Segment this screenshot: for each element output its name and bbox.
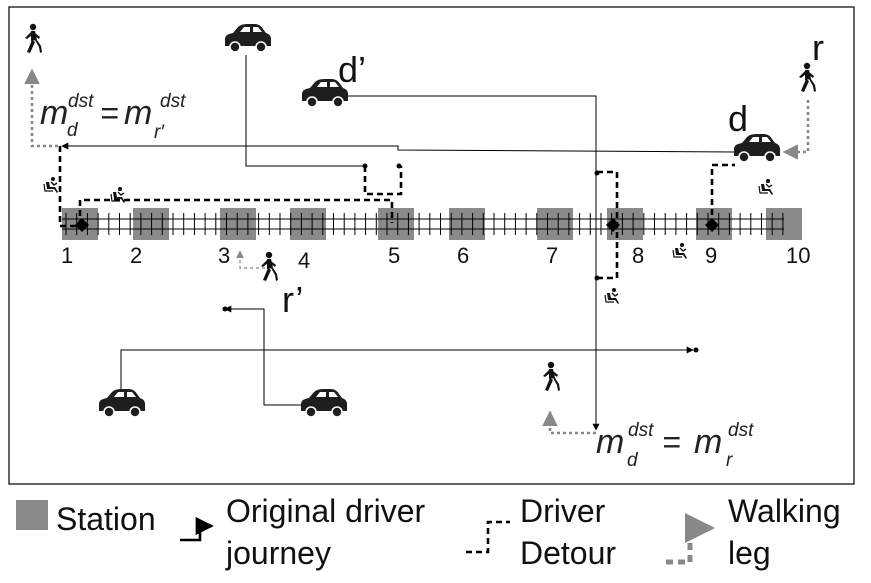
legend: Station Original driver journey Driver D… <box>16 493 841 571</box>
journey-d <box>61 142 736 153</box>
legend-station-label: Station <box>56 501 156 537</box>
legend-original-swatch <box>180 516 214 542</box>
original-driver-journeys <box>61 55 736 431</box>
formula-bottom-right: m dst d = m dst r <box>596 420 754 471</box>
seated-passenger-icon <box>672 242 688 260</box>
formula-rhs-sup: dst <box>160 91 186 112</box>
formula-eq: = <box>100 95 119 131</box>
walk-bottom-right <box>542 410 596 435</box>
detour-middle <box>363 166 403 196</box>
formula-lhs-sup: dst <box>628 420 654 441</box>
formula-rhs-sub: r′ <box>154 122 165 143</box>
walk-r <box>782 100 810 160</box>
journey-bottom-left <box>120 346 694 390</box>
station-label-7: 7 <box>546 243 558 268</box>
station-label-5: 5 <box>388 243 400 268</box>
walk-station-3 <box>236 250 265 269</box>
walking-legs <box>24 68 810 435</box>
seated-passenger-icon <box>758 178 774 196</box>
station-label-2: 2 <box>130 243 142 268</box>
pedestrian-icon <box>543 361 560 391</box>
label-d: d <box>728 98 748 139</box>
formula-lhs-sub: d <box>627 450 639 471</box>
journey-d-prime <box>347 95 600 431</box>
walk-top-left <box>24 68 58 148</box>
car-icon <box>98 388 146 418</box>
station-label-10: 10 <box>786 243 810 268</box>
detour-station-9 <box>710 163 735 225</box>
seated-passenger-icon <box>43 176 59 194</box>
journey-car-top <box>245 55 365 167</box>
station-label-8: 8 <box>632 243 644 268</box>
legend-detour-line1: Driver <box>520 493 606 529</box>
legend-walking-line1: Walking <box>728 493 841 529</box>
formula-lhs-base: m <box>40 94 68 132</box>
seated-passenger-icon <box>604 287 620 305</box>
legend-original-line1: Original driver <box>226 493 426 529</box>
station-label-3: 3 <box>218 243 230 268</box>
legend-walking-line2: leg <box>728 535 771 571</box>
station-7 <box>537 208 573 240</box>
formula-top-left: m dst d = m dst r′ <box>40 91 186 143</box>
station-label-9: 9 <box>705 243 717 268</box>
formula-eq: = <box>662 424 681 460</box>
legend-detour-line2: Detour <box>520 535 616 571</box>
pedestrian-icon <box>261 251 278 281</box>
car-icon <box>224 23 272 53</box>
station-3 <box>220 208 256 240</box>
formula-rhs-sup: dst <box>728 420 754 441</box>
formula-lhs-sup: dst <box>68 91 94 112</box>
detour-top-left <box>58 146 394 228</box>
rail-track <box>62 213 784 235</box>
seated-passenger-icon <box>110 186 126 204</box>
label-r: r <box>812 27 824 68</box>
legend-original-line2: journey <box>225 535 331 571</box>
station-4 <box>290 208 326 240</box>
label-d-prime: d’ <box>338 49 366 90</box>
formula-rhs-sub: r <box>726 450 733 471</box>
station-6 <box>449 208 485 240</box>
station-labels: 1 2 3 4 5 6 7 8 9 10 <box>61 243 810 273</box>
station-label-4: 4 <box>298 248 310 273</box>
legend-walking-swatch <box>666 513 715 565</box>
pedestrian-icon <box>25 23 42 53</box>
formula-rhs-base: m <box>124 94 152 132</box>
station-10 <box>766 208 802 240</box>
legend-station-swatch <box>16 500 48 530</box>
formula-lhs-sub: d <box>67 120 79 141</box>
label-r-prime: r’ <box>282 279 303 320</box>
station-label-6: 6 <box>457 243 469 268</box>
formula-rhs-base: m <box>694 423 722 461</box>
legend-detour-swatch <box>466 520 510 554</box>
journey-bottom-right <box>224 305 301 406</box>
station-label-1: 1 <box>61 243 73 268</box>
formula-lhs-base: m <box>596 423 624 461</box>
station-2 <box>133 208 169 240</box>
car-icon <box>300 388 348 418</box>
plot-border <box>8 6 855 485</box>
